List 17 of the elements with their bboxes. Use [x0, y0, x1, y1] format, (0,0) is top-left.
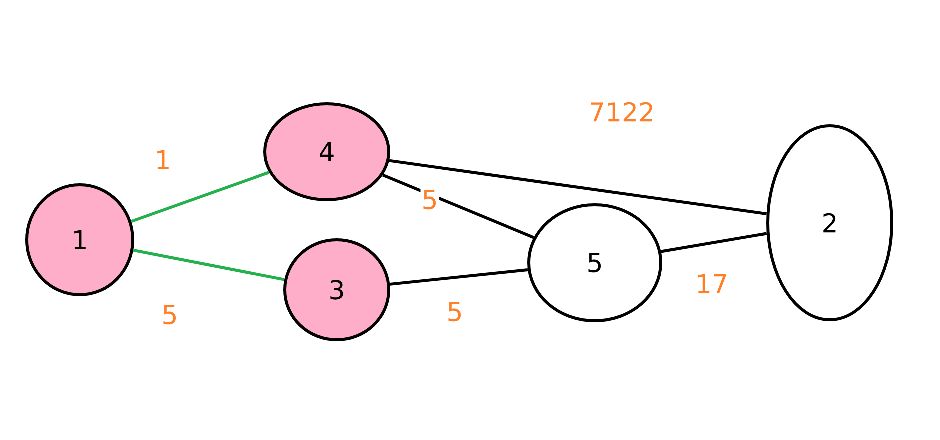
edge-label: 7122: [588, 101, 656, 123]
edge-label: 5: [160, 304, 180, 326]
edge-label: 5: [446, 301, 464, 323]
edge-label: 5: [420, 189, 440, 211]
edge: [131, 171, 270, 224]
edge-label: 1: [154, 150, 172, 170]
edge: [390, 268, 528, 286]
graph-node: 4: [264, 102, 390, 202]
edge: [133, 248, 285, 282]
graph-node: 5: [528, 204, 662, 322]
graph-node: 2: [766, 124, 894, 322]
edge-label: 17: [694, 274, 730, 294]
graph-node: 3: [284, 238, 390, 342]
edge: [382, 174, 534, 240]
edge: [661, 232, 768, 254]
graph-node: 1: [26, 184, 134, 296]
edge: [389, 159, 767, 216]
